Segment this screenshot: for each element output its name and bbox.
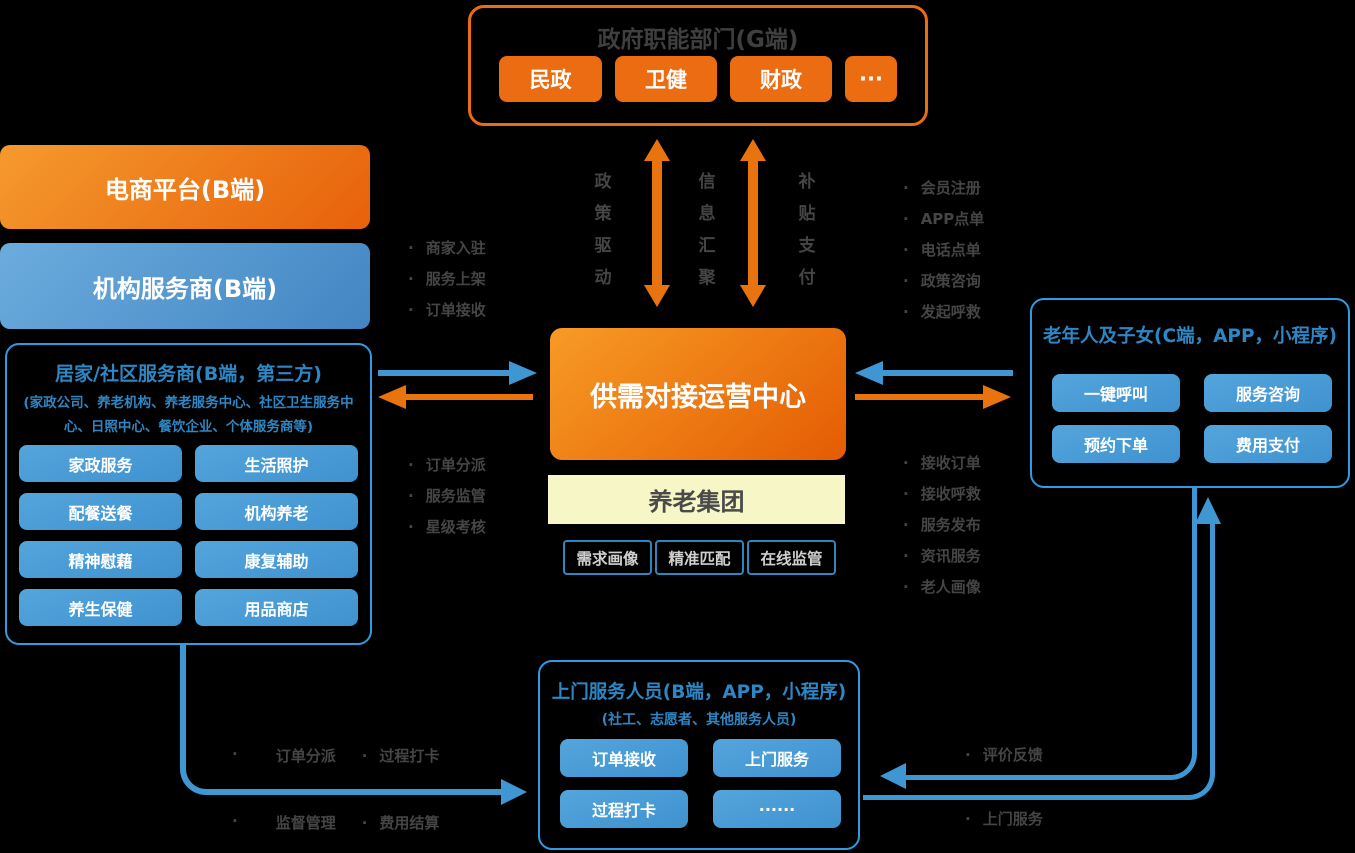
merchant-annotations: 商家入驻 服务上架 订单接收 — [408, 233, 486, 326]
info-flow-label: 信息汇聚 — [698, 172, 716, 288]
note-elder-profile: 老人画像 — [903, 572, 981, 603]
staff-to-elderly-arrowhead — [1195, 497, 1221, 524]
staff-panel: 上门服务人员(B端，APP，小程序) (社工、志愿者、其他服务人员) 订单接收 … — [538, 660, 860, 850]
subsidy-flow-label: 补贴支付 — [798, 172, 816, 288]
dept-chip-more: ··· — [845, 56, 897, 102]
note-process-checkin: 过程打卡 — [362, 745, 439, 766]
note-fee-settlement: 费用结算 — [362, 812, 439, 833]
note-sos-call: 发起呼救 — [903, 297, 984, 328]
service-chip-mental-comfort: 精神慰藉 — [19, 541, 182, 578]
service-chip-housekeeping: 家政服务 — [19, 445, 182, 482]
ecommerce-box: 电商平台(B端) — [0, 145, 370, 229]
note-service-publish: 服务发布 — [903, 510, 981, 541]
policy-flow-label: 政策驱动 — [594, 172, 612, 288]
note-star-rating: 星级考核 — [408, 512, 486, 543]
elderly-chip-fee-pay: 费用支付 — [1204, 425, 1332, 463]
staff-subtitle: (社工、志愿者、其他服务人员) — [601, 712, 797, 728]
community-subtitle: (家政公司、养老机构、养老服务中心、社区卫生服务中心、日照中心、餐饮企业、个体服… — [23, 395, 354, 436]
elderly-chip-book-order: 预约下单 — [1052, 425, 1180, 463]
note-receive-sos: 接收呼救 — [903, 479, 981, 510]
staff-left-top-notes: 订单分派 过程打卡 — [232, 745, 440, 766]
elderly-to-staff-arrow — [905, 488, 1197, 780]
ops-annotations: 订单分派 服务监管 星级考核 — [408, 450, 486, 543]
note-info-service: 资讯服务 — [903, 541, 981, 572]
note-service-supervision: 服务监管 — [408, 481, 486, 512]
staff-title: 上门服务人员(B端，APP，小程序) — [551, 682, 847, 703]
staff-chip-door-service: 上门服务 — [713, 739, 841, 777]
staff-to-elderly-arrow — [863, 524, 1215, 800]
capability-demand-profile: 需求画像 — [563, 540, 652, 575]
elderly-title: 老年人及子女(C端，APP，小程序) — [1043, 326, 1337, 347]
community-to-staff-arrowhead — [501, 779, 527, 805]
capability-online-supervision: 在线监管 — [747, 540, 836, 575]
note-phone-order: 电话点单 — [903, 235, 984, 266]
staff-chip-more: ······ — [713, 790, 841, 828]
dept-chip-caizheng: 财政 — [730, 56, 832, 102]
note-order-receive: 订单接收 — [408, 295, 486, 326]
staff-chip-order-receive: 订单接收 — [560, 739, 688, 777]
community-service-grid: 家政服务 生活照护 配餐送餐 机构养老 精神慰藉 康复辅助 养生保健 用品商店 — [19, 445, 358, 626]
staff-chip-process-checkin: 过程打卡 — [560, 790, 688, 828]
elderly-panel: 老年人及子女(C端，APP，小程序) 一键呼叫 服务咨询 预约下单 费用支付 — [1030, 298, 1350, 488]
service-chip-health-care: 养生保健 — [19, 589, 182, 626]
note-order-dispatch: 订单分派 — [408, 450, 486, 481]
institution-box: 机构服务商(B端) — [0, 243, 370, 329]
note-policy-consult: 政策咨询 — [903, 266, 984, 297]
community-to-staff-arrow — [180, 645, 509, 795]
note-app-order: APP点单 — [903, 204, 985, 235]
service-chip-rehab-assist: 康复辅助 — [195, 541, 358, 578]
dept-chip-minzheng: 民政 — [499, 56, 602, 102]
government-panel: 政府职能部门(G端) 民政 卫健 财政 ··· — [468, 5, 928, 126]
dept-chip-weijian: 卫健 — [615, 56, 717, 102]
service-chip-meal-delivery: 配餐送餐 — [19, 493, 182, 530]
service-chip-goods-store: 用品商店 — [195, 589, 358, 626]
government-title: 政府职能部门(G端) — [597, 27, 799, 53]
community-panel: 居家/社区服务商(B端，第三方) (家政公司、养老机构、养老服务中心、社区卫生服… — [5, 343, 372, 645]
note-merchant-onboard: 商家入驻 — [408, 233, 486, 264]
staff-left-bottom-notes: 监督管理 费用结算 — [232, 812, 440, 833]
note-member-register: 会员注册 — [903, 173, 984, 204]
elderly-chip-one-key-call: 一键呼叫 — [1052, 374, 1180, 412]
elderly-action-grid: 一键呼叫 服务咨询 预约下单 费用支付 — [1052, 374, 1332, 463]
operation-center-box: 供需对接运营中心 — [550, 328, 846, 460]
elderly-chip-service-consult: 服务咨询 — [1204, 374, 1332, 412]
note-order-dispatch-2: 订单分派 — [275, 747, 336, 765]
staff-action-grid: 订单接收 上门服务 过程打卡 ······ — [560, 739, 841, 828]
service-chip-institutional-care: 机构养老 — [195, 493, 358, 530]
government-dept-row: 民政 卫健 财政 ··· — [471, 56, 925, 102]
note-service-listing: 服务上架 — [408, 264, 486, 295]
note-door-service: 上门服务 — [965, 808, 1043, 829]
service-chip-daily-care: 生活照护 — [195, 445, 358, 482]
elderly-action-annotations: 会员注册 APP点单 电话点单 政策咨询 发起呼救 — [903, 173, 985, 328]
note-receive-order: 接收订单 — [903, 448, 981, 479]
elderly-service-annotations: 接收订单 接收呼救 服务发布 资讯服务 老人画像 — [903, 448, 981, 603]
community-title: 居家/社区服务商(B端，第三方) — [55, 363, 322, 385]
note-supervise-manage: 监督管理 — [275, 814, 336, 832]
care-group-box: 养老集团 — [548, 475, 845, 524]
capability-precise-match: 精准匹配 — [655, 540, 744, 575]
note-evaluation-feedback: 评价反馈 — [965, 744, 1043, 765]
